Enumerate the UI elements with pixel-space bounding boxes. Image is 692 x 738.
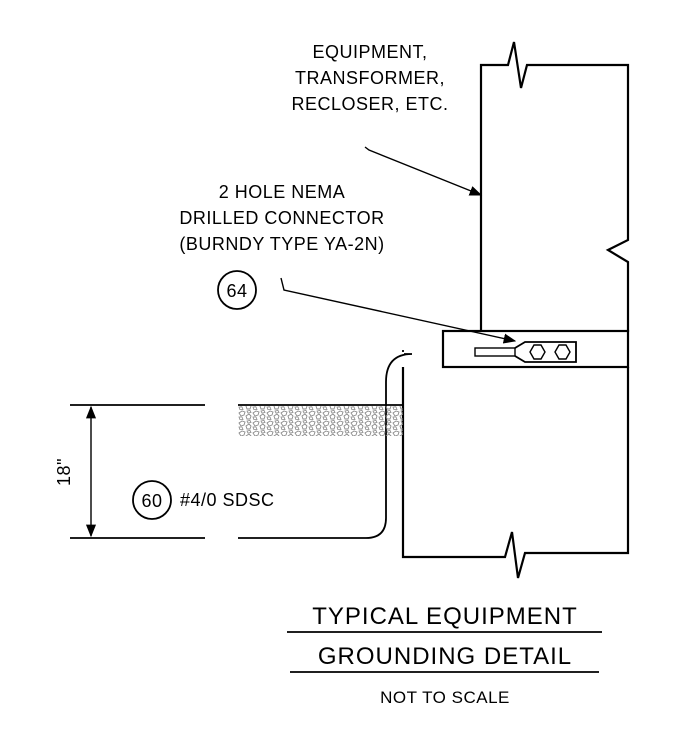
equipment-callout-line1: EQUIPMENT,	[312, 42, 427, 62]
ground-conductor	[238, 350, 413, 539]
conductor-label: #4/0 SDSC	[180, 490, 275, 510]
conductor-tag-circle	[132, 480, 172, 520]
connector-callout-line1: 2 HOLE NEMA	[219, 182, 346, 202]
equipment-callout-line3: RECLOSER, ETC.	[291, 94, 448, 114]
equipment-callout-line2: TRANSFORMER,	[295, 68, 445, 88]
connector-callout-line3: (BURNDY TYPE YA-2N)	[179, 234, 384, 254]
connector-tag: 64	[226, 281, 247, 301]
ground-surface	[70, 404, 403, 539]
hole-connector	[474, 341, 577, 363]
title-scale: NOT TO SCALE	[380, 688, 510, 707]
conductor-tag: 60	[141, 491, 162, 511]
depth-label: 18"	[54, 458, 74, 486]
title-line2: GROUNDING DETAIL	[318, 643, 572, 670]
leader-lines	[280, 146, 517, 344]
connector-tag-circle	[217, 270, 257, 310]
title-line1: TYPICAL EQUIPMENT	[312, 603, 577, 630]
connector-callout-line2: DRILLED CONNECTOR	[179, 208, 384, 228]
equipment-pad	[401, 329, 630, 579]
equipment-body	[479, 41, 630, 332]
